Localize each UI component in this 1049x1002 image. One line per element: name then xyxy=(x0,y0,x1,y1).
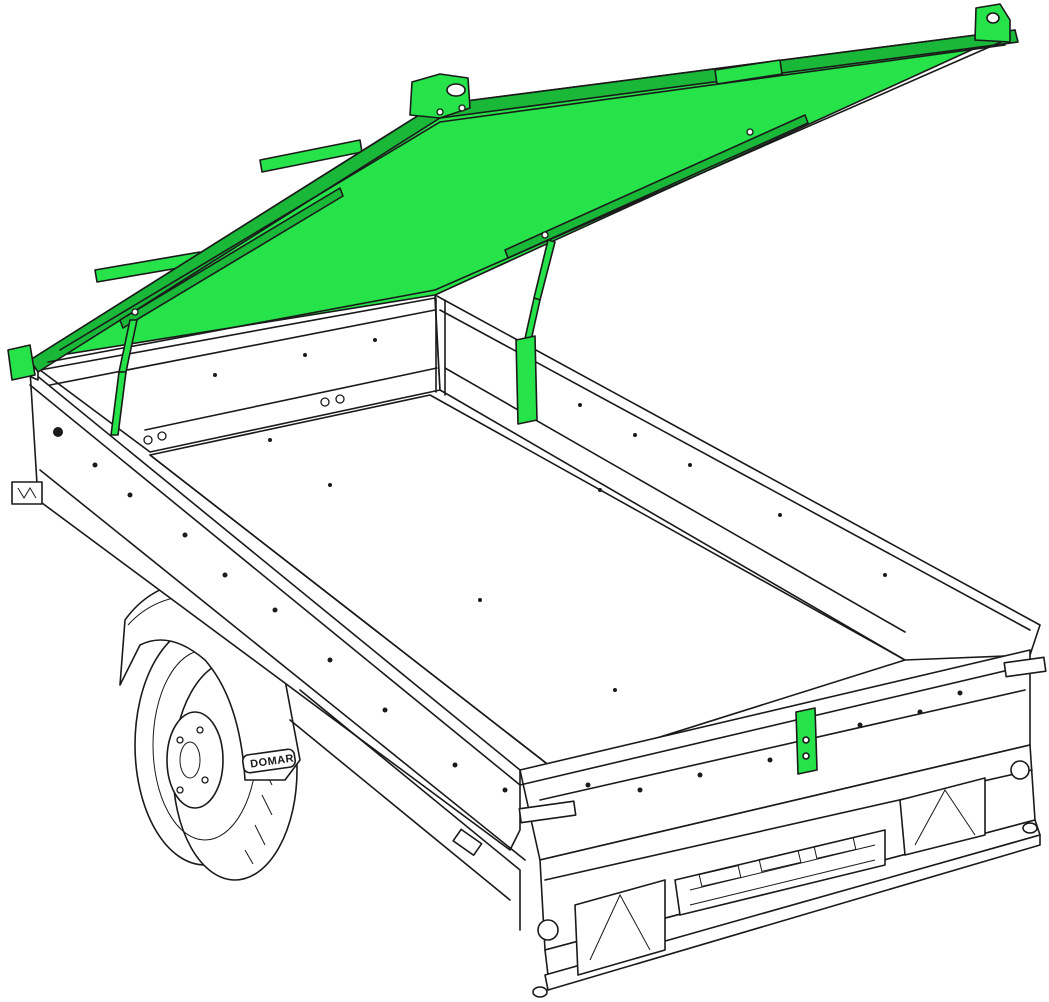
lid-panel xyxy=(29,29,1016,361)
right-side-wall xyxy=(434,294,1041,661)
lid-latch xyxy=(795,707,818,775)
lid-hinge-lug-corner xyxy=(974,3,1011,43)
lid-assembly xyxy=(7,3,1019,775)
left-tail-light xyxy=(574,879,666,976)
gas-strut-left xyxy=(110,319,138,436)
front-wall xyxy=(39,297,441,453)
lid-hinge-lug xyxy=(409,73,471,119)
gas-strut-right xyxy=(515,239,556,425)
right-tail-light xyxy=(899,777,986,856)
left-side-wall xyxy=(11,359,556,931)
rear-support-legs xyxy=(532,760,1038,998)
license-plate-holder xyxy=(674,829,886,916)
